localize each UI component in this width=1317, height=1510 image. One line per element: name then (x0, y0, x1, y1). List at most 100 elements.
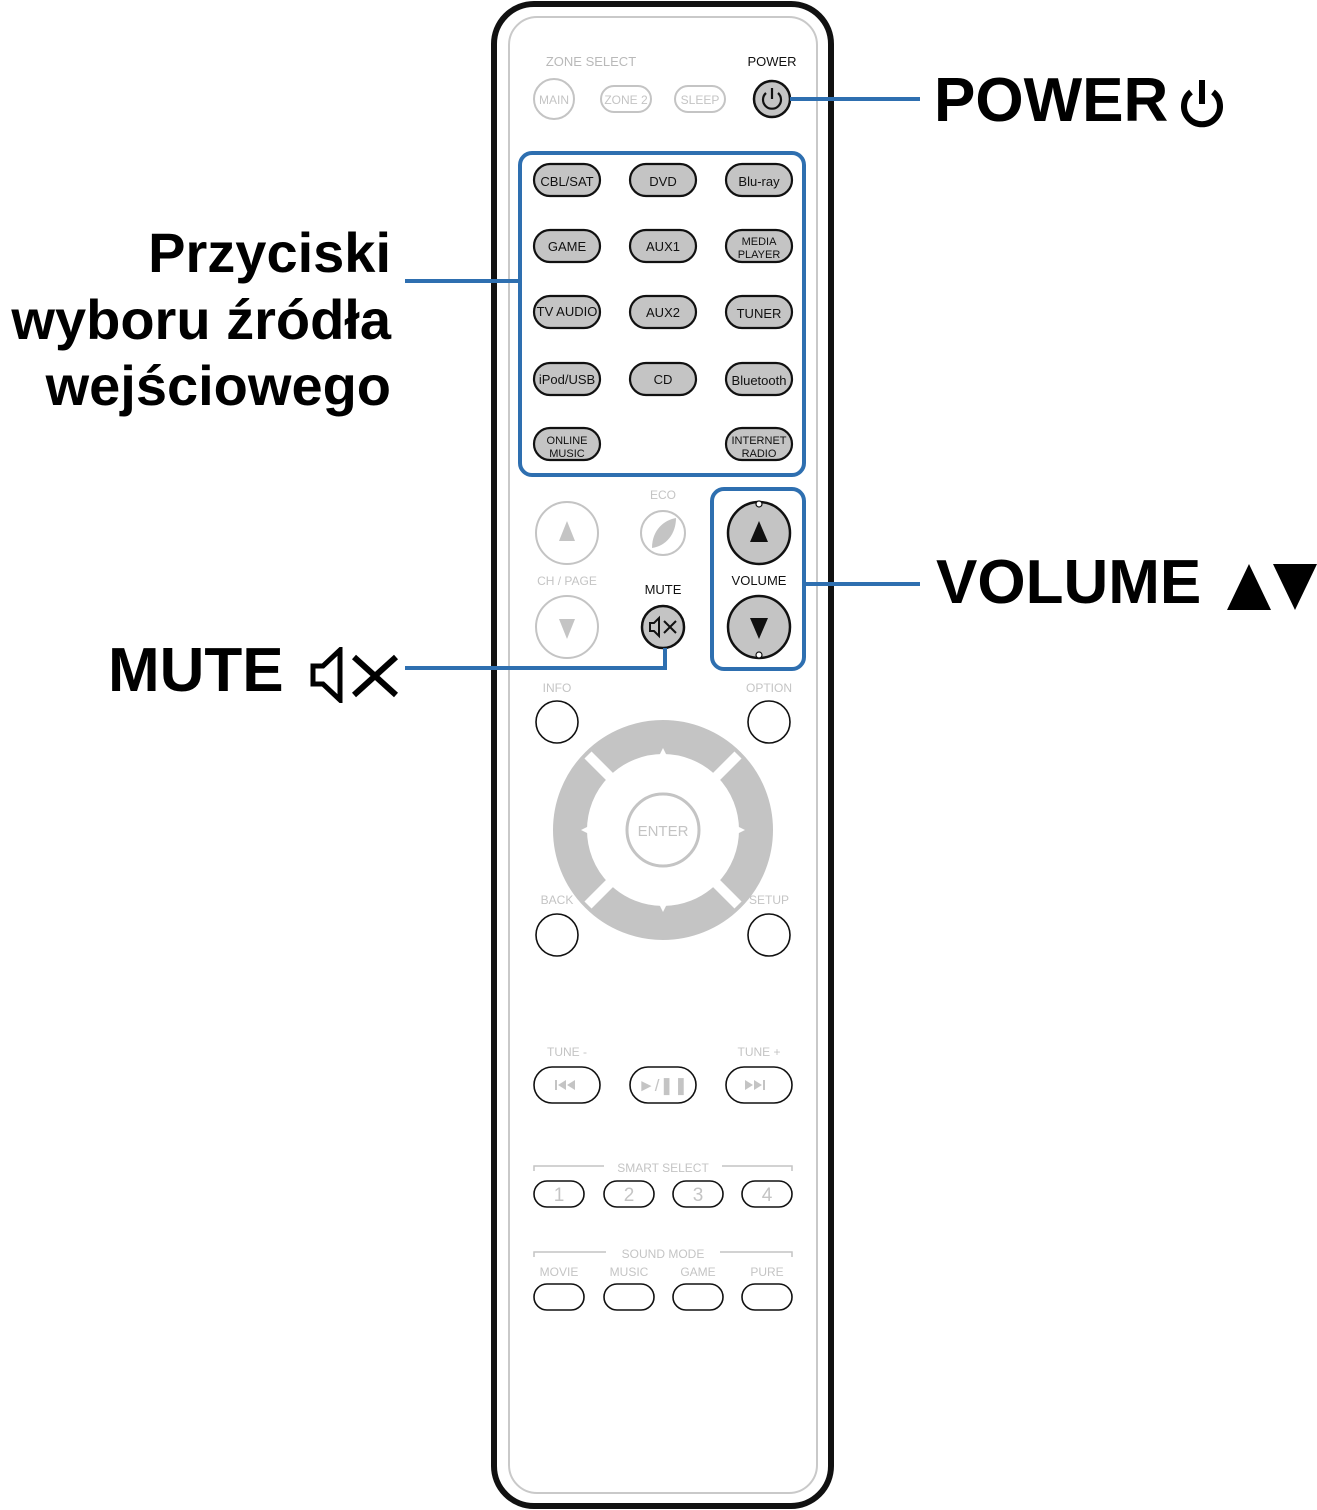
mute-leader-line (405, 648, 667, 670)
power-callout-text: POWER (934, 66, 1169, 135)
cd-label: CD (654, 372, 673, 387)
smart-select-4-button[interactable] (741, 1180, 793, 1208)
tuner-label: TUNER (737, 306, 782, 321)
mute-callout: MUTE (108, 640, 400, 703)
nav-down-icon[interactable] (657, 900, 669, 912)
internet-radio-button[interactable]: INTERNET RADIO (724, 426, 794, 462)
smart-select-1-label: 1 (554, 1185, 565, 1206)
skip-forward-icon (745, 1080, 765, 1090)
internet-radio-label-2: RADIO (742, 448, 777, 460)
up-down-triangles-icon (1227, 562, 1317, 612)
media-player-label-1: MEDIA (742, 236, 778, 248)
speaker-mute-icon (649, 615, 677, 639)
back-button[interactable] (535, 913, 579, 957)
sound-mode-label: SOUND MODE (622, 1247, 705, 1261)
ipod-usb-button[interactable]: iPod/USB (532, 361, 602, 397)
skip-back-icon (555, 1080, 575, 1090)
mute-button[interactable] (640, 604, 686, 650)
zone2-button[interactable] (600, 85, 652, 113)
zone2-button-label: ZONE 2 (604, 93, 648, 107)
bluetooth-button[interactable]: Bluetooth (724, 361, 794, 397)
tv-audio-button[interactable]: TV AUDIO (532, 294, 602, 330)
dvd-button[interactable]: DVD (628, 162, 698, 198)
game-mode-label: GAME (680, 1265, 715, 1279)
smart-select-2-button[interactable] (603, 1180, 655, 1208)
smart-select-3-label: 3 (693, 1185, 704, 1206)
online-music-label-1: ONLINE (547, 435, 588, 447)
music-label: MUSIC (610, 1265, 649, 1279)
ch-up-button[interactable] (535, 501, 599, 565)
ch-down-button[interactable] (535, 595, 599, 659)
play-pause-button[interactable]: ►/❚❚ (629, 1066, 697, 1104)
online-music-label-2: MUSIC (549, 448, 585, 460)
main-button[interactable] (533, 78, 575, 120)
volume-callout-text: VOLUME (936, 548, 1202, 617)
sleep-button[interactable] (674, 85, 726, 113)
smart-select-2-label: 2 (624, 1185, 635, 1206)
bluray-label: Blu-ray (738, 174, 780, 189)
volume-up-button[interactable] (726, 500, 792, 566)
nav-left-icon[interactable] (581, 824, 593, 836)
option-button[interactable] (747, 700, 791, 744)
smart-select-divider (533, 1165, 793, 1171)
aux1-button[interactable]: AUX1 (628, 228, 698, 264)
sound-mode-divider (533, 1251, 793, 1257)
smart-select-1-button[interactable] (533, 1180, 585, 1208)
aux2-label: AUX2 (646, 305, 680, 320)
volume-down-icon (750, 618, 768, 639)
media-player-label-2: PLAYER (738, 249, 781, 261)
sleep-button-label: SLEEP (681, 93, 720, 107)
setup-label: SETUP (749, 893, 789, 907)
tune-minus-label: TUNE - (547, 1045, 587, 1059)
play-pause-icon: ►/❚❚ (638, 1076, 688, 1096)
smart-select-4-label: 4 (762, 1185, 773, 1206)
music-button[interactable] (603, 1283, 655, 1311)
game-label: GAME (548, 239, 587, 254)
volume-up-icon (750, 521, 768, 542)
game-mode-button[interactable] (672, 1283, 724, 1311)
smart-select-label: SMART SELECT (617, 1161, 709, 1175)
power-icon (1178, 78, 1226, 132)
smart-select-3-button[interactable] (672, 1180, 724, 1208)
nav-right-icon[interactable] (733, 824, 745, 836)
input-callout-line-3: wejściowego (45, 354, 391, 418)
cd-button[interactable]: CD (628, 361, 698, 397)
setup-button[interactable] (747, 913, 791, 957)
volume-label: VOLUME (732, 573, 787, 588)
movie-label: MOVIE (540, 1265, 579, 1279)
previous-button[interactable] (533, 1066, 601, 1104)
nav-up-icon[interactable] (657, 748, 669, 760)
mute-label: MUTE (645, 582, 682, 597)
pure-button[interactable] (741, 1283, 793, 1311)
source-buttons-highlight (518, 151, 806, 477)
bluray-button[interactable]: Blu-ray (724, 162, 794, 198)
aux2-button[interactable]: AUX2 (628, 294, 698, 330)
enter-button[interactable] (625, 792, 701, 868)
back-label: BACK (541, 893, 574, 907)
power-icon (761, 88, 783, 110)
online-music-button[interactable]: ONLINE MUSIC (532, 426, 602, 462)
input-callout-line-2: wyboru źródła (11, 287, 391, 351)
tuner-button[interactable]: TUNER (724, 294, 794, 330)
tune-plus-label: TUNE + (737, 1045, 780, 1059)
cbl-sat-label: CBL/SAT (540, 174, 593, 189)
movie-button[interactable] (533, 1283, 585, 1311)
remote-body-inner (508, 16, 818, 1494)
mute-callout-text: MUTE (108, 636, 284, 705)
volume-down-button[interactable] (726, 594, 792, 660)
next-button[interactable] (725, 1066, 793, 1104)
enter-label: ENTER (638, 823, 689, 840)
game-button[interactable]: GAME (532, 228, 602, 264)
leaf-icon (652, 518, 676, 548)
media-player-button[interactable]: MEDIA PLAYER (724, 228, 794, 264)
cbl-sat-button[interactable]: CBL/SAT (532, 162, 602, 198)
aux1-label: AUX1 (646, 239, 680, 254)
zone-select-label: ZONE SELECT (546, 54, 636, 69)
info-button[interactable] (535, 700, 579, 744)
speaker-mute-icon (310, 646, 400, 703)
power-button[interactable] (752, 79, 792, 119)
info-label: INFO (543, 681, 572, 695)
eco-button[interactable] (640, 510, 686, 556)
power-label: POWER (747, 54, 796, 69)
